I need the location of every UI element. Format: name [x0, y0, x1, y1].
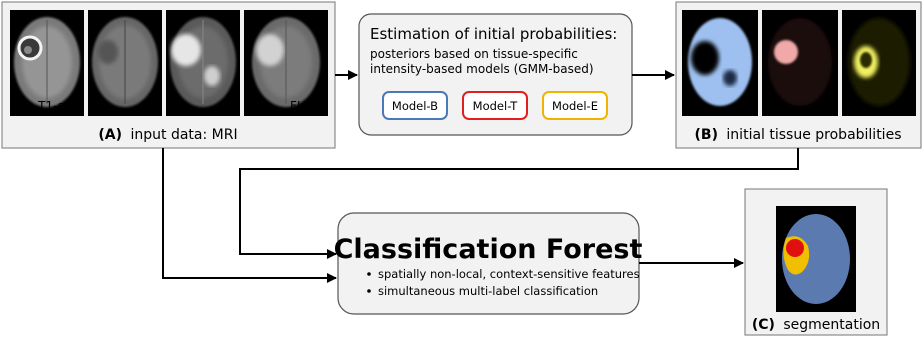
panel-c-segmentation: (C) segmentation	[744, 188, 888, 336]
panel-a-input-data: T1-gad T1 T2 FLAIR	[1, 1, 336, 149]
probability-map-edema: pE	[842, 10, 916, 116]
probability-map-tumor: pT	[762, 10, 838, 116]
modality-label-t1: T1	[142, 99, 158, 113]
label-pb-symbol: p	[739, 100, 748, 114]
model-b-label: Model-B	[392, 99, 438, 113]
panel-b-caption: (B) initial tissue probabilities	[695, 127, 902, 143]
panel-c-caption-letter: (C)	[752, 317, 775, 333]
arrow-b-to-forest	[239, 148, 799, 259]
panel-b-caption-letter: (B)	[695, 127, 718, 143]
label-pb-subscript: B	[748, 108, 753, 116]
mri-image-t2: T2	[166, 10, 240, 116]
panel-c-caption: (C) segmentation	[752, 317, 880, 333]
label-pb: pB	[739, 100, 753, 116]
label-pe-subscript: E	[905, 108, 910, 116]
model-t-badge: Model-T	[462, 91, 528, 120]
forest-title: Classification Forest	[334, 234, 643, 265]
mri-image-t1gad: T1-gad	[10, 10, 84, 116]
model-e-badge: Model-E	[542, 91, 608, 120]
model-t-label: Model-T	[473, 99, 519, 113]
panel-b-caption-text: initial tissue probabilities	[726, 127, 901, 143]
estimation-box: Estimation of initial probabilities: pos…	[358, 13, 633, 136]
label-pt-subscript: T	[828, 108, 833, 116]
panel-a-caption-text: input data: MRI	[130, 127, 237, 143]
mri-image-flair: FLAIR	[244, 10, 328, 116]
model-b-badge: Model-B	[382, 91, 448, 120]
panel-a-caption-letter: (A)	[98, 127, 122, 143]
segmentation-tumor	[786, 239, 804, 257]
modality-label-t1gad: T1-gad	[37, 99, 80, 113]
estimation-line1: posteriors based on tissue-specific	[370, 47, 578, 61]
modality-label-flair: FLAIR	[290, 99, 324, 113]
label-pt-symbol: p	[819, 100, 828, 114]
panel-b-probabilities: pB pT pE (B) initial tissue probabilitie…	[675, 1, 922, 149]
arrow-a-to-forest	[162, 148, 337, 283]
segmentation-brain	[782, 214, 850, 304]
panel-c-caption-text: segmentation	[783, 317, 880, 333]
estimation-line2: intensity-based models (GMM-based)	[370, 62, 594, 76]
panel-a-caption: (A) input data: MRI	[98, 127, 237, 143]
estimation-title: Estimation of initial probabilities:	[370, 25, 617, 43]
label-pe-symbol: p	[896, 100, 905, 114]
modality-label-t2: T2	[220, 99, 236, 113]
classification-forest-box: Classification Forest spatially non-loca…	[334, 212, 643, 315]
label-pe: pE	[896, 100, 910, 116]
mri-image-t1: T1	[88, 10, 162, 116]
bullet-dot	[367, 272, 371, 276]
label-pt: pT	[819, 100, 833, 116]
connectors	[162, 70, 799, 283]
forest-bullet-2: simultaneous multi-label classification	[378, 284, 598, 298]
model-e-label: Model-E	[552, 99, 598, 113]
probability-map-brain: pB	[682, 10, 758, 116]
bullet-dot	[367, 289, 371, 293]
forest-bullet-1: spatially non-local, context-sensitive f…	[378, 267, 640, 281]
